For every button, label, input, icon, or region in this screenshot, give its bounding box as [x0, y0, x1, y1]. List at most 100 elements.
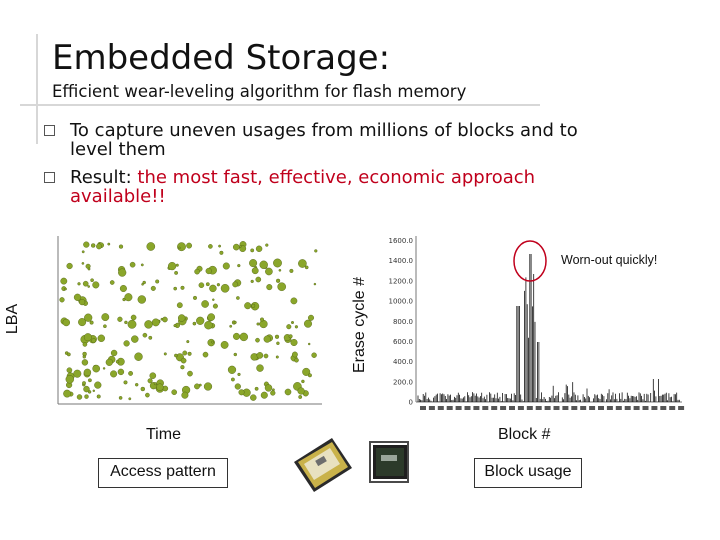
access-point	[301, 379, 305, 384]
access-point	[175, 263, 179, 267]
x-tick-mark	[509, 406, 515, 410]
access-point	[222, 262, 230, 270]
access-point	[82, 381, 86, 386]
access-point	[297, 387, 305, 395]
access-point	[250, 353, 258, 361]
x-tick-mark	[526, 406, 533, 410]
bullet-1: To capture uneven usages from millions o…	[44, 121, 578, 159]
access-point	[60, 277, 68, 285]
access-point	[270, 390, 276, 396]
access-pattern-plot	[38, 232, 326, 410]
access-point	[151, 318, 160, 327]
access-point	[118, 244, 124, 249]
y-tick-label: 0	[409, 399, 413, 407]
access-point	[89, 320, 94, 325]
lba-axis-label: LBA	[4, 303, 22, 335]
worn-out-highlight-circle	[513, 240, 547, 282]
x-tick-mark	[491, 406, 498, 410]
memory-card-image	[286, 432, 358, 494]
access-point	[174, 353, 178, 358]
access-point	[130, 314, 137, 321]
access-point	[177, 242, 186, 252]
access-point	[308, 342, 311, 346]
access-point	[66, 367, 73, 373]
access-point	[207, 313, 215, 321]
access-point	[91, 338, 97, 344]
access-point	[198, 383, 202, 387]
access-point	[96, 243, 102, 250]
access-point	[232, 243, 240, 251]
time-axis-label: Time	[146, 426, 181, 443]
access-point	[78, 318, 87, 327]
access-point	[88, 378, 92, 383]
x-tick-mark	[500, 406, 507, 410]
bullet-2-highlight-line-2: available!!	[70, 186, 166, 207]
access-point	[149, 372, 157, 379]
x-tick-mark	[633, 406, 640, 410]
access-point	[234, 383, 241, 390]
access-point	[92, 389, 95, 393]
access-point	[259, 260, 268, 269]
access-point	[304, 319, 313, 328]
access-point	[140, 386, 146, 392]
access-point	[277, 282, 286, 292]
access-point	[192, 321, 197, 326]
access-point	[182, 350, 188, 356]
x-tick-mark	[437, 406, 444, 410]
access-point	[119, 285, 127, 293]
x-tick-mark	[606, 406, 613, 410]
access-point	[105, 358, 113, 366]
x-tick-mark	[598, 406, 604, 410]
access-point	[96, 394, 101, 399]
access-point	[83, 241, 90, 248]
access-point	[227, 365, 237, 374]
x-tick-mark	[669, 406, 676, 410]
access-point	[87, 285, 91, 288]
access-point	[311, 352, 317, 358]
access-point	[180, 357, 187, 364]
access-point	[129, 261, 136, 268]
access-point	[163, 352, 167, 356]
access-point	[263, 335, 271, 343]
access-point	[218, 244, 222, 248]
access-point	[236, 296, 240, 300]
access-point	[118, 396, 123, 400]
access-point	[64, 287, 67, 291]
access-point	[256, 322, 260, 326]
access-point	[145, 392, 150, 398]
access-point	[220, 284, 230, 293]
access-point	[212, 303, 218, 309]
access-point	[91, 243, 96, 248]
block-usage-histogram: 1600.01400.01200.01000.0800.0600.0400.02…	[389, 236, 685, 410]
access-point	[298, 259, 307, 268]
access-point	[250, 279, 254, 283]
access-point	[259, 319, 268, 329]
access-point	[278, 269, 282, 272]
access-point	[288, 334, 293, 339]
access-point	[198, 282, 205, 289]
access-point	[290, 320, 294, 324]
access-point	[290, 297, 298, 305]
access-point	[76, 394, 83, 400]
access-point	[275, 355, 279, 359]
x-tick-mark	[571, 406, 578, 410]
access-point	[148, 335, 153, 340]
access-point	[238, 245, 242, 248]
access-point	[180, 365, 185, 370]
erase-cycle-axis-label: Erase cycle #	[351, 276, 369, 374]
access-point	[229, 324, 233, 328]
access-point	[244, 302, 252, 310]
access-point	[239, 332, 249, 342]
access-point	[196, 316, 205, 325]
x-tick-mark	[580, 406, 587, 410]
access-point	[94, 381, 102, 389]
access-point	[66, 262, 73, 270]
y-tick-label: 800.0	[393, 318, 413, 326]
access-point	[284, 388, 292, 396]
access-point	[81, 262, 85, 265]
access-point	[103, 324, 107, 328]
access-point	[124, 293, 133, 302]
access-point	[115, 359, 120, 364]
access-point	[77, 282, 81, 286]
